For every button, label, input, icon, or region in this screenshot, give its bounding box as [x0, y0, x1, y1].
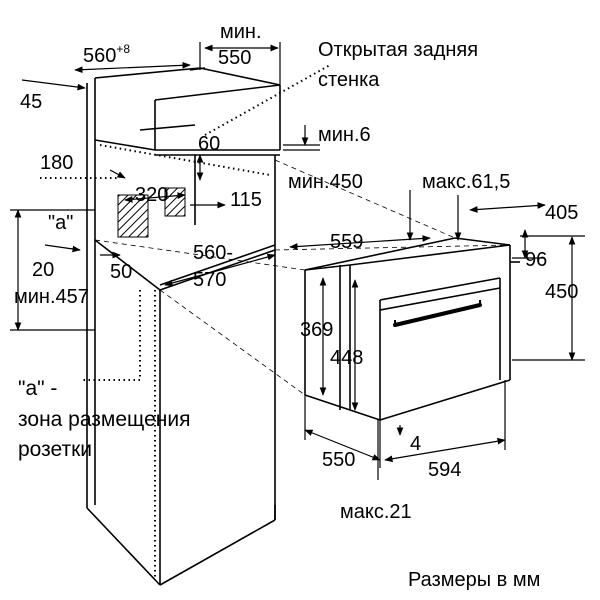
- dim-550-bottom-label: 550: [322, 449, 356, 471]
- dim-594-label: 594: [428, 459, 462, 481]
- projection-lines: [94, 159, 511, 396]
- dim-450-label: 450: [545, 281, 579, 303]
- rear-wall-label-line2: стенка: [318, 69, 380, 91]
- min-450-label: мин.450: [288, 171, 363, 193]
- dim-96-label: 96: [525, 249, 548, 271]
- width-opening-label: 550: [218, 47, 252, 69]
- dim-559-label: 559: [330, 231, 364, 253]
- zone-a-note-line2: зона размещения: [18, 408, 191, 431]
- max-61-5-label: макс.61,5: [422, 171, 511, 193]
- zone-a-note-line1: "a" -: [18, 377, 58, 400]
- dim-320-label: 320: [135, 184, 169, 206]
- units-note: Размеры в мм: [408, 569, 541, 591]
- dim-45-label: 45: [20, 91, 43, 113]
- min-457-label: мин.457: [14, 286, 89, 308]
- dim-369-label: 369: [300, 319, 334, 341]
- dim-560-570-label-bottom: 570: [193, 269, 227, 291]
- dim-405-label: 405: [545, 202, 579, 224]
- dim-180-label: 180: [40, 152, 74, 174]
- dim-4-label: 4: [410, 433, 422, 455]
- max-21-label: макс.21: [340, 501, 412, 523]
- dim-115-label: 115: [230, 189, 262, 211]
- min-6-label: мин.6: [318, 124, 371, 146]
- oven: [304, 237, 520, 421]
- dimension-lines: [10, 42, 585, 480]
- min-label-top: мин.: [220, 21, 262, 43]
- rear-wall-label: Открытая задняя: [318, 39, 479, 61]
- dim-60-label: 60: [198, 133, 221, 155]
- cabinet: [86, 67, 281, 586]
- zone-a-note-line3: розетки: [18, 438, 93, 461]
- dim-50-label: 50: [110, 261, 133, 283]
- zone-a-marker: "a": [48, 212, 74, 234]
- dim-448-label: 448: [330, 347, 364, 369]
- width-cabinet-label: 560+8: [83, 42, 131, 67]
- dim-20-label: 20: [32, 259, 55, 281]
- dim-560-570-label-top: 560-: [193, 242, 234, 264]
- dotted-guides: [40, 64, 331, 578]
